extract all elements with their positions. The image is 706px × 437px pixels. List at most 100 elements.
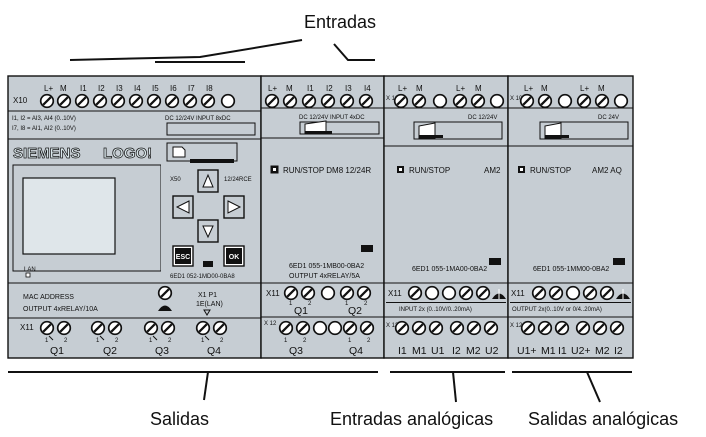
output-q3-label: Q3 (155, 345, 169, 357)
x50-label: X50 (170, 177, 181, 183)
terminal-screw-icon[interactable] (470, 93, 486, 109)
terminal-screw-icon[interactable] (575, 320, 591, 336)
dm8-x12-label: X 12 (264, 321, 277, 327)
dm8-q2-label: Q2 (348, 305, 362, 317)
terminal-screw-icon[interactable] (164, 93, 180, 109)
terminal-screw-icon[interactable] (411, 320, 427, 336)
terminal-screw-icon[interactable] (107, 320, 123, 336)
terminal-screw-icon[interactable] (407, 285, 423, 301)
dm8-term-label: I1 (307, 84, 314, 93)
terminal-screw-icon[interactable] (339, 285, 355, 301)
lan-label: LAN (24, 267, 36, 273)
dm8-run-stop: RUN/STOP DM8 12/24R (283, 166, 371, 175)
terminal-screw-icon[interactable] (160, 320, 176, 336)
base-term-label: I4 (134, 84, 141, 93)
terminal-screw-icon[interactable] (428, 320, 444, 336)
pin-label: 2 (168, 338, 172, 344)
terminal-screw-icon[interactable] (143, 320, 159, 336)
terminal-screw-icon[interactable] (411, 93, 427, 109)
terminal-screw-icon[interactable] (342, 320, 358, 336)
terminal-screw-icon[interactable] (520, 320, 536, 336)
terminal-screw-icon[interactable] (358, 93, 374, 109)
am2-term-label: L+ (398, 84, 407, 93)
terminal-screw-icon[interactable] (554, 320, 570, 336)
terminal-screw-icon[interactable] (200, 93, 216, 109)
base-input-label-strip (166, 122, 256, 136)
terminal-screw-icon[interactable] (594, 93, 610, 109)
key-up[interactable] (197, 169, 219, 193)
terminal-screw-icon[interactable] (592, 320, 608, 336)
terminal-screw-icon[interactable] (283, 285, 299, 301)
am2-bottom-label: U2 (485, 345, 499, 357)
terminal-screw-icon[interactable] (39, 93, 55, 109)
terminal-screw-icon[interactable] (74, 93, 90, 109)
am2-order-number: 6ED1 055-1MA00-0BA2 (412, 266, 487, 273)
dm8-order-number: 6ED1 055-1MB00-0BA2 (289, 263, 364, 270)
base-note-1: I1, I2 = AI3, AI4 (0..10V) (12, 116, 76, 122)
terminal-screw-icon[interactable] (519, 93, 535, 109)
terminal-screw-icon[interactable] (339, 93, 355, 109)
esc-button[interactable]: ESC (172, 245, 194, 267)
terminal-screw-icon[interactable] (295, 320, 311, 336)
terminal-screw-icon[interactable] (278, 320, 294, 336)
am2aq-bottom-label: I2 (614, 345, 623, 357)
terminal-screw-icon[interactable] (582, 285, 598, 301)
terminal-screw-icon[interactable] (458, 285, 474, 301)
terminal-empty-icon (327, 320, 343, 336)
terminal-screw-icon[interactable] (576, 93, 592, 109)
key-down[interactable] (197, 219, 219, 243)
terminal-screw-icon[interactable] (537, 320, 553, 336)
terminal-screw-icon[interactable] (301, 93, 317, 109)
terminal-screw-icon[interactable] (466, 320, 482, 336)
terminal-screw-icon[interactable] (599, 285, 615, 301)
terminal-empty-icon (557, 93, 573, 109)
terminal-screw-icon[interactable] (128, 93, 144, 109)
terminal-screw-icon[interactable] (56, 93, 72, 109)
terminal-screw-icon[interactable] (320, 93, 336, 109)
terminal-screw-icon[interactable] (195, 320, 211, 336)
terminal-screw-icon[interactable] (537, 93, 553, 109)
terminal-screw-icon[interactable] (264, 93, 280, 109)
terminal-screw-icon[interactable] (475, 285, 491, 301)
terminal-screw-icon[interactable] (110, 93, 126, 109)
terminal-screw-icon[interactable] (212, 320, 228, 336)
entradas-analogicas-pointer (452, 371, 457, 403)
terminal-screw-icon[interactable] (90, 320, 106, 336)
base-note-2: I7, I8 = AI1, AI2 (0..10V) (12, 126, 76, 132)
am2aq-term-label: M (598, 84, 605, 93)
terminal-screw-icon[interactable] (531, 285, 547, 301)
terminal-screw-icon[interactable] (609, 320, 625, 336)
base-term-label: I5 (152, 84, 159, 93)
terminal-empty-icon (613, 93, 629, 109)
ok-button[interactable]: OK (223, 245, 245, 267)
terminal-screw-icon[interactable] (282, 93, 298, 109)
terminal-screw-icon[interactable] (56, 320, 72, 336)
key-right[interactable] (223, 195, 245, 219)
rule (510, 302, 631, 303)
pe-screw-icon[interactable] (157, 285, 173, 301)
terminal-screw-icon[interactable] (146, 93, 162, 109)
terminal-screw-icon[interactable] (393, 93, 409, 109)
am2-input-caption: INPUT 2x (0..10V/0..20mA) (399, 307, 472, 313)
terminal-screw-icon[interactable] (92, 93, 108, 109)
terminal-empty-icon (489, 93, 505, 109)
terminal-screw-icon[interactable] (356, 285, 372, 301)
terminal-screw-icon[interactable] (452, 93, 468, 109)
base-order-number: 6ED1 052-1MD00-0BA8 (170, 274, 235, 280)
am2aq-term-label: L+ (524, 84, 533, 93)
am2-x11-label: X11 (388, 289, 402, 298)
terminal-screw-icon[interactable] (359, 320, 375, 336)
pin-label: 1 (201, 338, 205, 344)
key-left[interactable] (172, 195, 194, 219)
terminal-screw-icon[interactable] (483, 320, 499, 336)
am2aq-x11-label: X11 (511, 289, 525, 298)
terminal-screw-icon[interactable] (300, 285, 316, 301)
terminal-screw-icon[interactable] (39, 320, 55, 336)
terminal-screw-icon[interactable] (394, 320, 410, 336)
lan-led (25, 272, 31, 278)
terminal-screw-icon[interactable] (182, 93, 198, 109)
terminal-screw-icon[interactable] (548, 285, 564, 301)
terminal-screw-icon[interactable] (449, 320, 465, 336)
pin-label: 2 (367, 338, 371, 344)
base-x10-label: X10 (13, 96, 28, 105)
